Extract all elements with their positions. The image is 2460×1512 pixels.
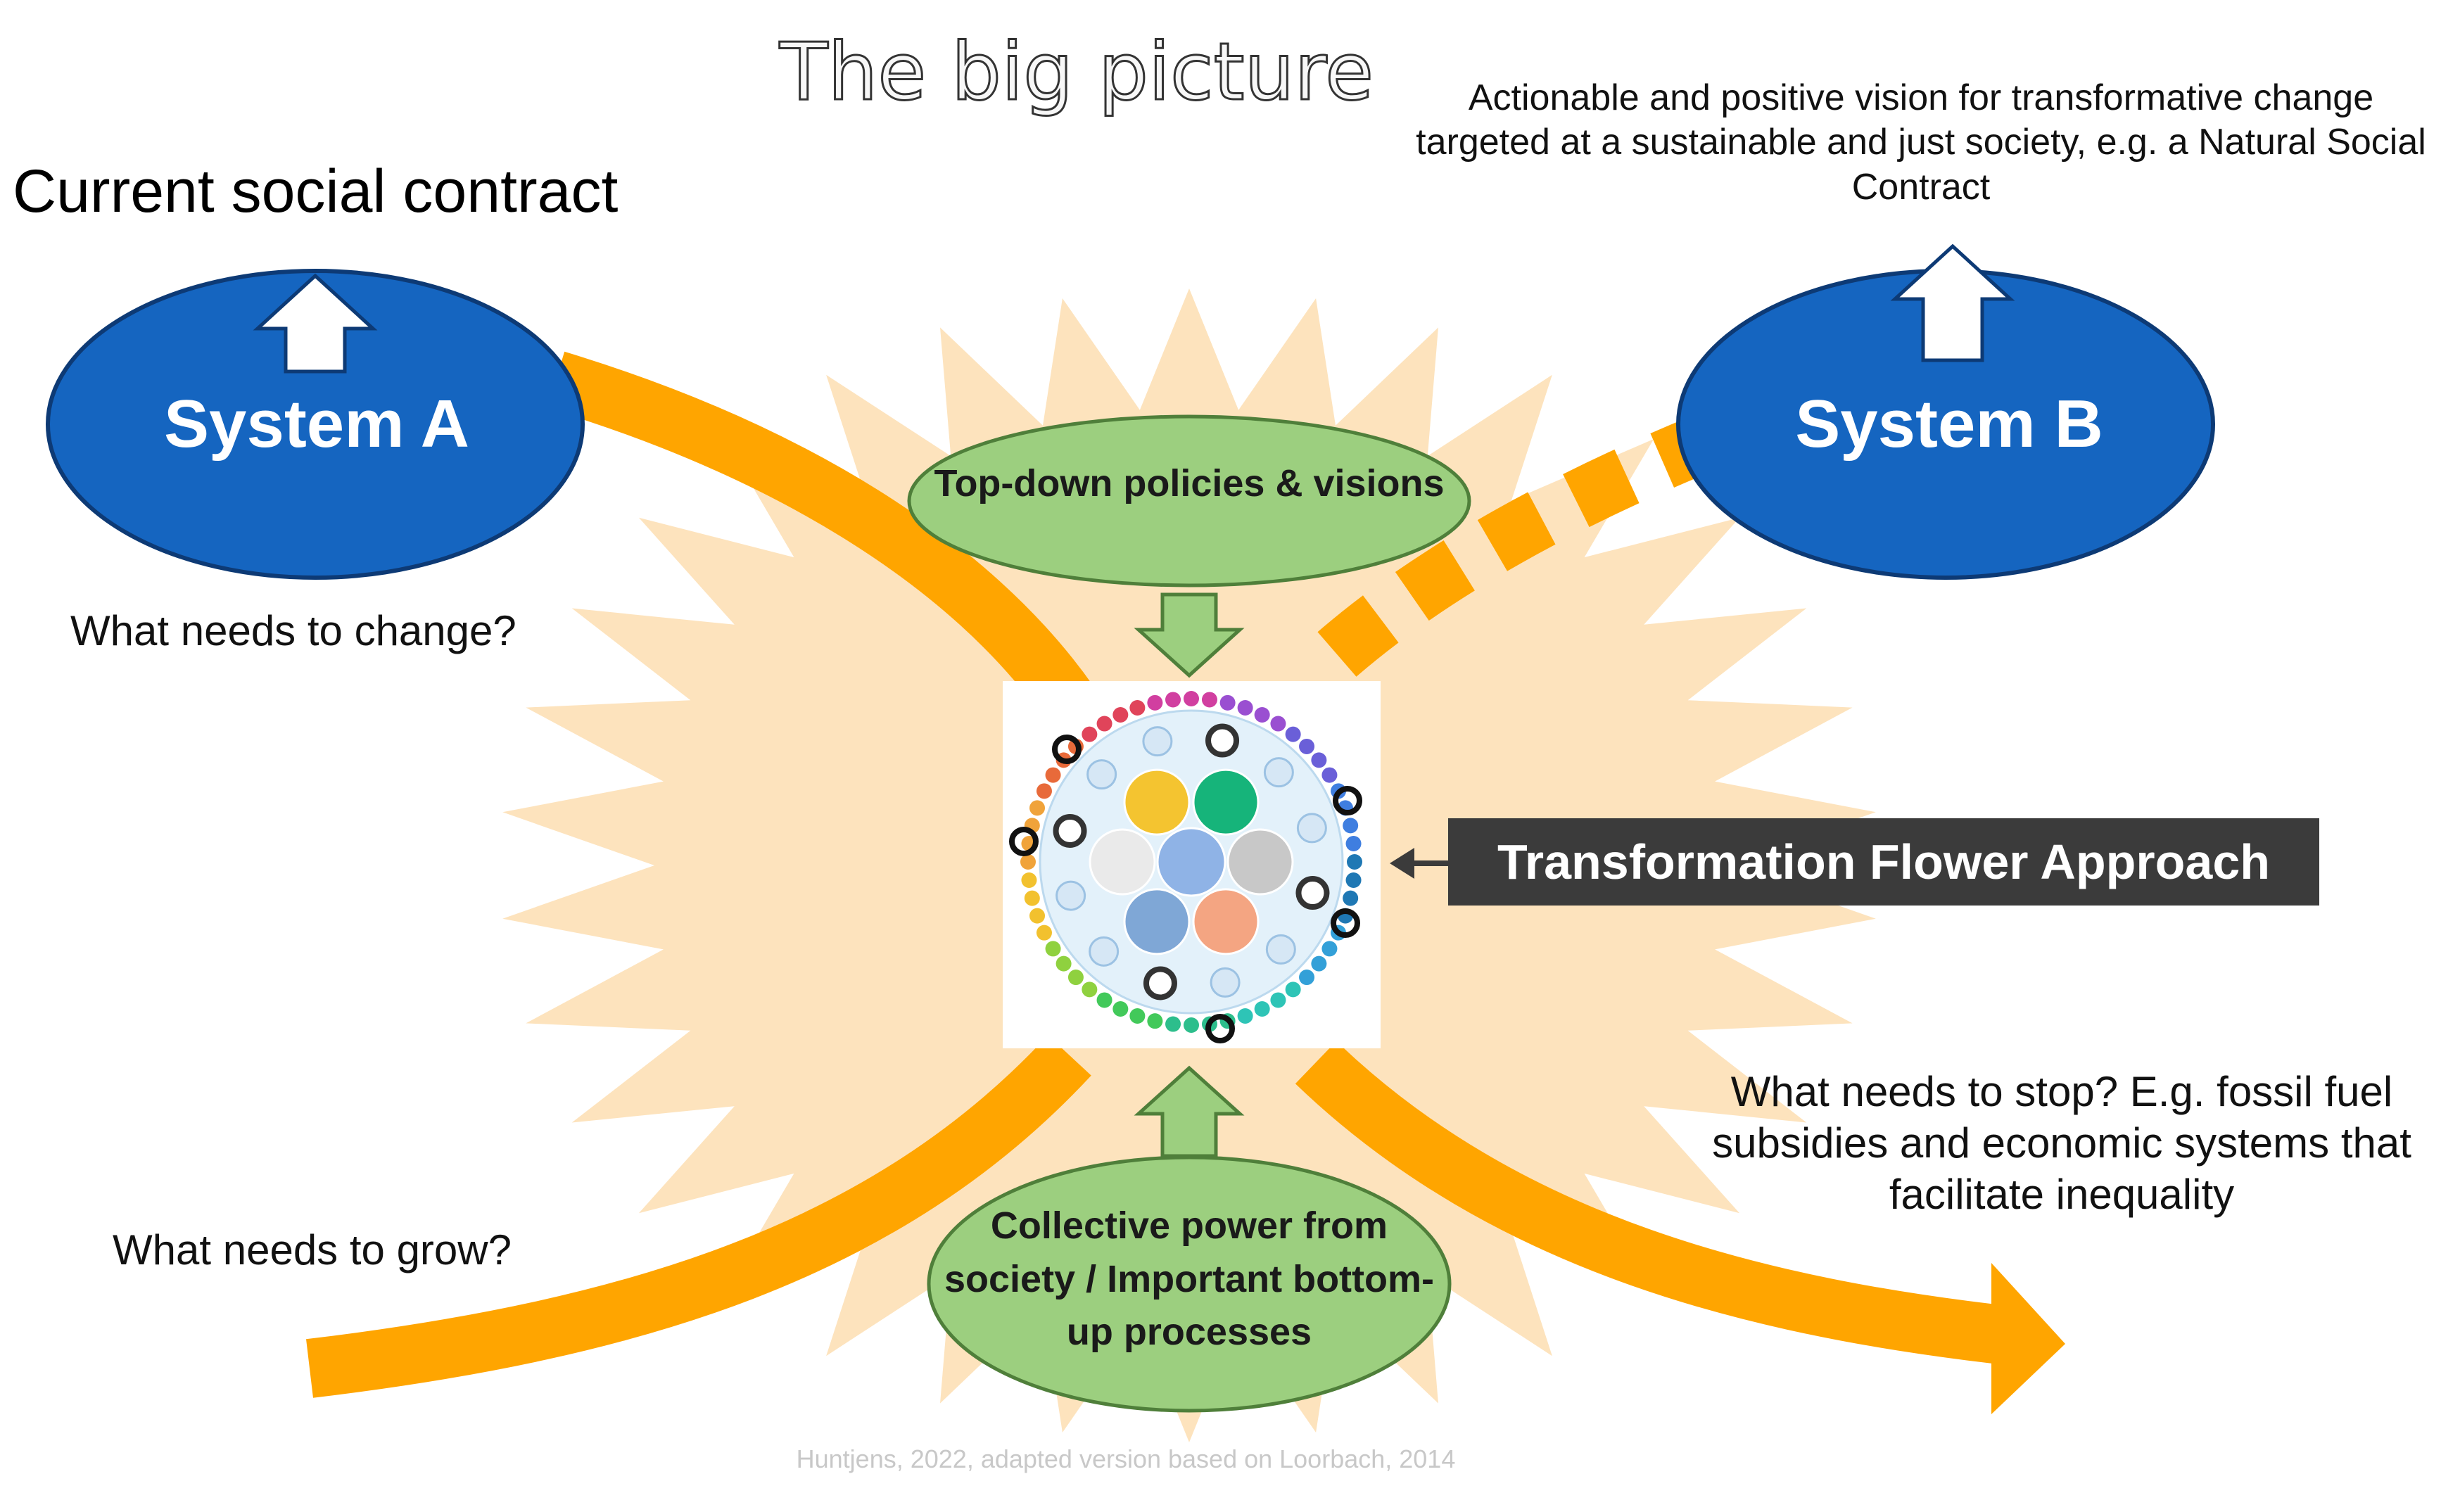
flower-rim-marker (1333, 786, 1362, 815)
flower-node (1055, 880, 1086, 911)
flower-rim-marker (1009, 827, 1039, 856)
collapse-curve-to-right (1295, 1041, 2023, 1366)
flower-ring-dot (1321, 767, 1338, 783)
flower-petal (1226, 828, 1294, 896)
flower-node (1210, 967, 1241, 998)
flower-ring-dot (1343, 818, 1359, 834)
flower-ring-dot (1285, 726, 1301, 742)
flower-ring-dot (1237, 1008, 1253, 1024)
flower-ring-dot (1165, 1016, 1181, 1032)
flower-node (1205, 723, 1240, 758)
flower-petal (1192, 888, 1260, 955)
flower-node (1265, 934, 1296, 965)
flower-ring-dot (1254, 706, 1270, 723)
flower-ring-dot (1112, 1001, 1129, 1017)
flower-node (1296, 813, 1327, 844)
down-arrow-icon (1134, 592, 1245, 678)
pointer-arrow-icon (1390, 848, 1414, 879)
flower-ring-dot (1345, 872, 1362, 888)
flower-ring-dot (1029, 908, 1046, 924)
flower-ring-dot (1343, 890, 1359, 906)
flower-ring-dot (1147, 694, 1163, 711)
flower-node (1089, 936, 1120, 967)
flower-petal (1192, 768, 1260, 836)
emerging-path-dashed (1317, 416, 1714, 677)
flower-ring-dot (1347, 854, 1362, 870)
flower-ring-dot (1082, 981, 1098, 998)
current-contract-heading: Current social contract (13, 158, 619, 225)
flower-ring-dot (1029, 800, 1046, 816)
flower-ring-dot (1299, 970, 1315, 986)
flower-node (1053, 813, 1087, 848)
source-credit: Huntjens, 2022, adapted version based on… (796, 1444, 1456, 1473)
collapse-arrow-head (1991, 1263, 2065, 1414)
flower-ring-dot (1067, 970, 1084, 986)
flower-center (1156, 827, 1226, 897)
rise-curve-from-left (306, 1035, 1091, 1398)
flower-ring-dot (1311, 955, 1327, 972)
flower-ring-dot (1045, 767, 1061, 783)
flower-ring-dot (1129, 700, 1146, 716)
flower-ring-dot (1311, 752, 1327, 768)
flower-ring-dot (1299, 738, 1315, 754)
flower-ring-dot (1147, 1013, 1163, 1029)
flower-petal (1089, 828, 1156, 896)
flower-ring-dot (1082, 726, 1098, 742)
flower-ring-dot (1270, 992, 1286, 1008)
flower-ring-dot (1055, 955, 1072, 972)
flower-petal (1123, 888, 1191, 955)
flower-node (1263, 757, 1294, 788)
flower-ring-dot (1036, 925, 1052, 941)
up-arrow-icon (253, 273, 378, 374)
flower-node (1142, 726, 1173, 757)
flower-ring-dot (1254, 1001, 1270, 1017)
flower-ring-dot (1024, 890, 1040, 906)
question-change: What needs to change? (70, 607, 516, 654)
flower-ring-dot (1285, 981, 1301, 998)
flower-node (1086, 759, 1117, 790)
flower-ring-dot (1036, 783, 1052, 799)
top-policies-label: Top-down policies & visions (934, 462, 1445, 504)
system-b-vision-text: Actionable and positive vision for trans… (1416, 77, 2426, 208)
transformation-flower-label: Transformation Flower Approach (1448, 818, 2319, 906)
system-a-ellipse (46, 269, 585, 580)
transformation-flower-graphic (1009, 691, 1362, 1043)
flower-ring-dot (1112, 706, 1129, 723)
flower-rim-marker (1205, 1014, 1235, 1043)
decline-curve-system-a (547, 351, 1094, 721)
flower-ring-dot (1219, 694, 1236, 711)
up-arrow-icon (1890, 243, 2015, 362)
flower-ring-dot (1270, 716, 1286, 732)
flower-ring-dot (1096, 716, 1112, 732)
system-a-label: System A (164, 386, 469, 462)
flower-ring-dot (1045, 941, 1061, 957)
flower-rim-marker (1052, 735, 1082, 764)
flower-ring-dot (1345, 836, 1362, 852)
question-stop: What needs to stop? E.g. fossil fuel sub… (1712, 1068, 2411, 1219)
flower-ring-dot (1321, 941, 1338, 957)
flower-ring-dot (1184, 1017, 1199, 1033)
flower-ring-dot (1184, 691, 1199, 706)
flower-ring-dot (1129, 1008, 1146, 1024)
top-policies-ellipse (907, 414, 1471, 587)
bottom-power-label: Collective power from society / Importan… (944, 1205, 1434, 1354)
flower-ring-dot (1237, 700, 1253, 716)
flower-node (1143, 966, 1177, 1000)
up-arrow-icon (1134, 1065, 1245, 1158)
flower-petal (1123, 768, 1191, 836)
flower-rim-marker (1331, 908, 1360, 938)
flower-ring-dot (1201, 692, 1217, 708)
system-b-label: System B (1795, 386, 2103, 462)
flower-ring-dot (1021, 872, 1037, 888)
flower-ring-dot (1096, 992, 1112, 1008)
question-grow: What needs to grow? (113, 1226, 512, 1273)
page-title: The big picture (779, 26, 1375, 120)
flower-node (1295, 876, 1330, 910)
flower-ring-dot (1020, 854, 1036, 870)
flower-ring-dot (1165, 692, 1181, 708)
